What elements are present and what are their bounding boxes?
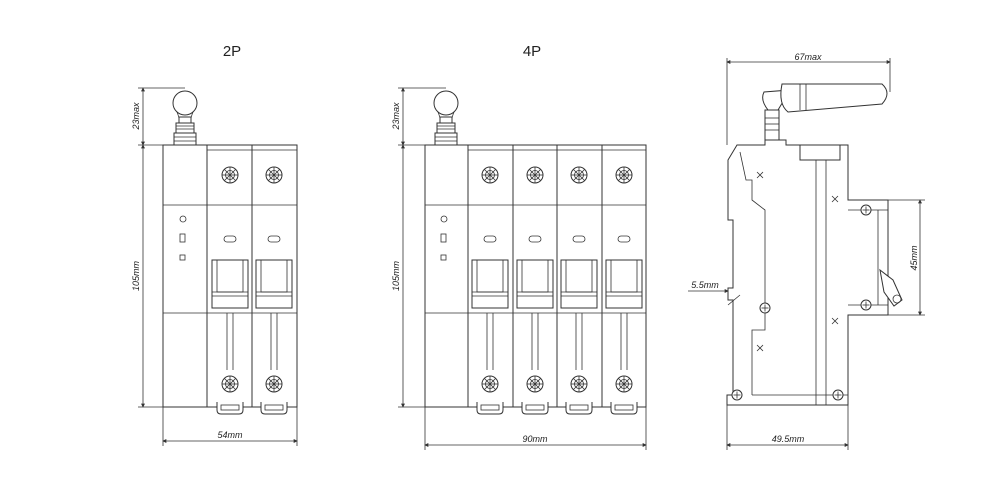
din-clip [476,401,504,415]
terminal-screw-icon [265,375,283,393]
switch-icon [440,233,447,243]
din-clip [260,401,288,415]
toggle-handle [255,259,293,309]
din-clip [610,401,638,415]
dim-face-side: 45mm [909,245,919,271]
terminal-screw-icon [860,299,872,311]
dim-top-side: 67max [794,52,822,62]
terminal-screw-icon [615,375,633,393]
terminal-screw-icon [759,302,771,314]
terminal-screw-icon [526,166,544,184]
toggle-handle [605,259,643,309]
dim-height-4p: 105mm [391,260,401,291]
din-clip [565,401,593,415]
terminal-screw-icon [832,389,844,401]
din-clip [216,401,244,415]
dim-antenna-2p: 23max [131,102,141,131]
indicator-led-icon [440,215,448,223]
terminal-screw-icon [615,166,633,184]
dim-width-2p: 54mm [217,430,243,440]
terminal-screw-icon [221,375,239,393]
view-4p: 4P 23max 105mm 90mm [391,43,647,450]
terminal-screw-icon [731,389,743,401]
side-body [726,139,889,406]
antenna-icon [433,90,459,146]
side-toggle [879,268,903,307]
pole-window [617,235,631,243]
toggle-handle [471,259,509,309]
pole-window [572,235,586,243]
view-side: 67max 5.5mm 45mm 49.5mm [688,52,925,450]
switch-icon [179,233,186,243]
view-title-4p: 4P [523,43,541,60]
terminal-screw-icon [481,166,499,184]
terminal-screw-icon [860,204,872,216]
view-2p: 2P [131,43,298,446]
toggle-handle [516,259,554,309]
terminal-screw-icon [570,375,588,393]
dim-rail-side: 5.5mm [691,280,719,290]
pole-window [483,235,497,243]
antenna-icon [172,90,198,146]
toggle-handle [560,259,598,309]
dim-width-4p: 90mm [522,434,548,444]
dim-antenna-4p: 23max [391,102,401,131]
terminal-screw-icon [570,166,588,184]
terminal-screw-icon [265,166,283,184]
terminal-screw-icon [526,375,544,393]
din-clip [521,401,549,415]
terminal-screw-icon [221,166,239,184]
dim-bottom-side: 49.5mm [772,434,805,444]
dim-height-2p: 105mm [131,260,141,291]
pole-window [528,235,542,243]
toggle-handle [211,259,249,309]
indicator-led-icon [179,215,187,223]
terminal-screw-icon [481,375,499,393]
antenna-icon [762,83,888,141]
view-title-2p: 2P [223,43,241,60]
